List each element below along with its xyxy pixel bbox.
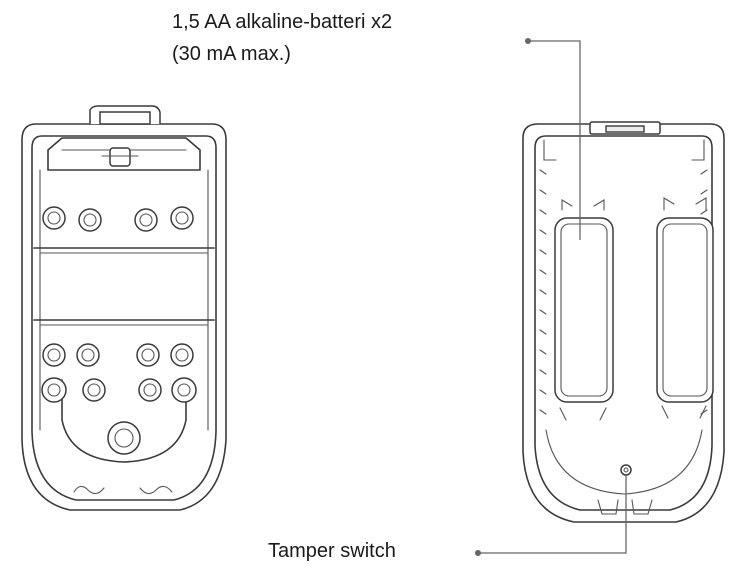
side-ribs-left	[539, 169, 547, 415]
housing-back-view	[21, 105, 227, 511]
screw-holes-lower	[41, 343, 197, 403]
battery-left	[554, 199, 614, 421]
battery-compartment-view	[522, 121, 725, 523]
battery-label-line1: 1,5 AA alkaline-batteri x2	[172, 11, 392, 33]
battery-label-line2: (30 mA max.)	[172, 43, 291, 65]
tamper-callout: Tamper switch	[268, 476, 627, 562]
tamper-leader-line	[478, 476, 627, 554]
battery-leader-line	[528, 40, 581, 240]
battery-right	[656, 197, 714, 419]
mounting-knob	[107, 421, 141, 455]
tamper-label: Tamper switch	[268, 540, 396, 562]
tamper-switch	[620, 464, 632, 476]
battery-callout: 1,5 AA alkaline-batteri x2 (30 mA max.)	[172, 11, 581, 240]
screw-holes-upper	[42, 206, 194, 232]
